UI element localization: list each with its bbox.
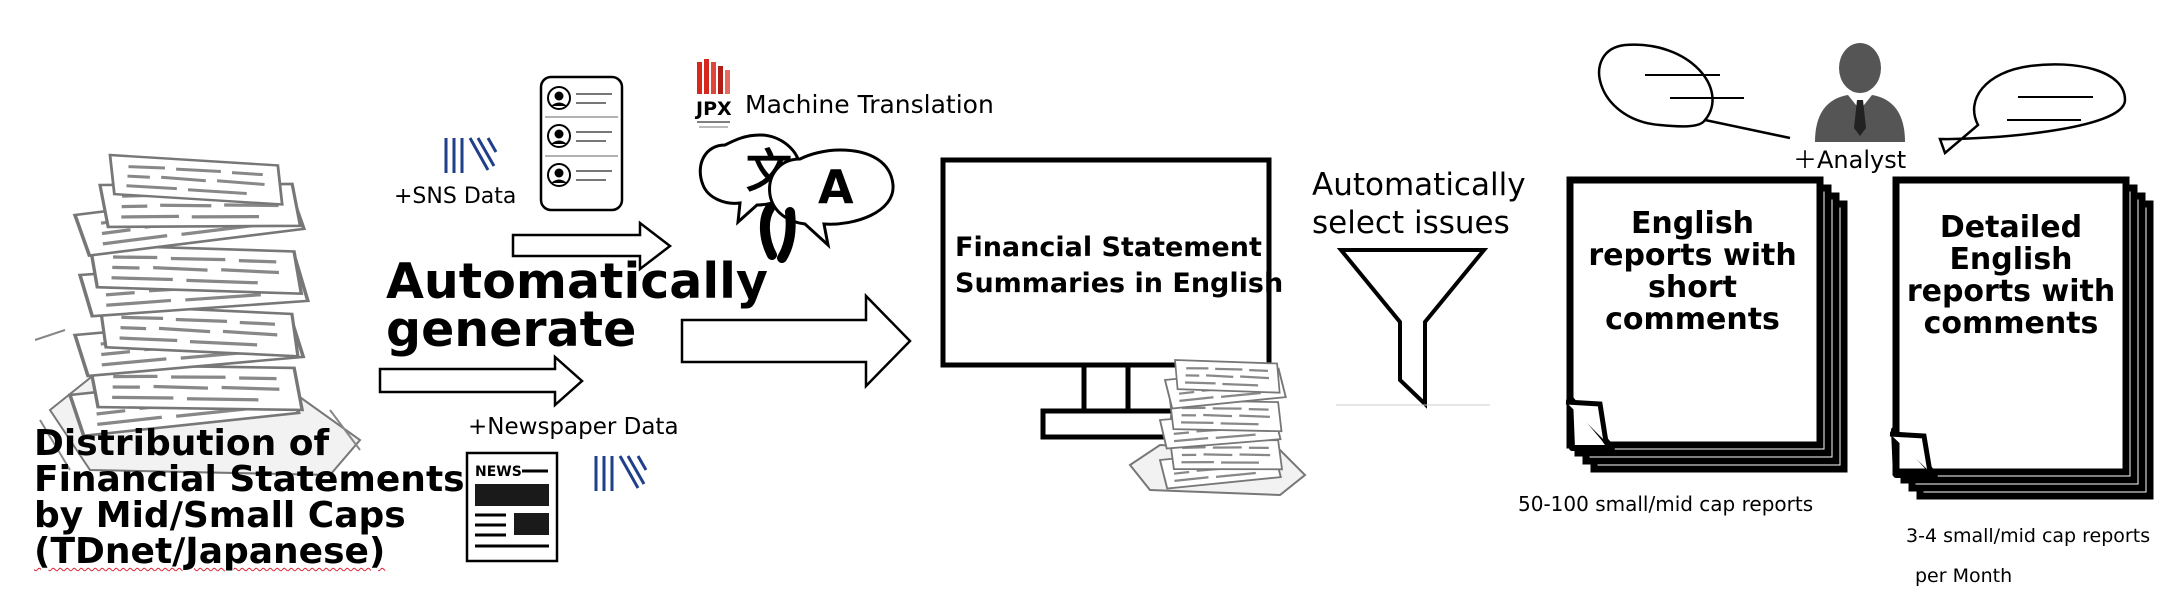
machine-translation-label: Machine Translation [745, 90, 994, 119]
funnel-icon [1336, 248, 1490, 409]
jpx-logo-text: JPX [694, 98, 732, 120]
select-issues-line: select issues [1312, 205, 1510, 241]
analyst-person-icon [1815, 43, 1905, 142]
analyst-label: ＋Analyst [1793, 146, 1907, 174]
detailed-reports-caption: 3-4 small/mid cap reports per Month [1906, 516, 2150, 596]
short-reports-line: reports with [1588, 238, 1797, 273]
speech-bubble-icon [1598, 43, 1791, 140]
generate-heading: Automatically generate [386, 253, 768, 358]
detailed-reports-line: reports with [1906, 274, 2116, 309]
detailed-reports-caption-line: per Month [1915, 565, 2013, 587]
arrow-right-icon [680, 292, 912, 390]
document-stack-icon [1565, 180, 1844, 469]
monitor-icon [940, 157, 1272, 440]
data-logo-icon [594, 455, 648, 491]
source-caption-line: (TDnet/Japanese) [34, 531, 386, 572]
arrow-right-icon [511, 220, 673, 272]
monitor-text-line: Financial Statement [955, 232, 1262, 263]
paper-pile-icon [1128, 353, 1307, 497]
arrow-right-icon [378, 354, 584, 408]
detailed-reports-title: Detailed English reports with comments [1896, 212, 2126, 340]
speech-bubble-icon: 文 A [698, 133, 895, 263]
select-issues-label: Automatically select issues [1312, 166, 1526, 242]
generate-heading-line: Automatically [386, 253, 768, 310]
short-reports-title: English reports with short comments [1570, 208, 1815, 336]
newspaper-data-label: +Newspaper Data [468, 414, 679, 440]
id-card-icon [539, 75, 624, 212]
jpx-logo-icon: JPX [694, 59, 732, 128]
source-caption-line: by Mid/Small Caps [34, 495, 406, 536]
short-reports-line: comments [1605, 302, 1780, 337]
source-caption-line: Distribution of [34, 423, 330, 464]
detailed-reports-line: comments [1923, 306, 2099, 341]
monitor-screen-text: Financial Statement Summaries in English [955, 230, 1283, 302]
generate-heading-line: generate [386, 301, 637, 358]
bubble-right-glyph: A [818, 160, 854, 214]
detailed-reports-line: English [1949, 242, 2073, 277]
news-icon-text: NEWS [475, 464, 522, 480]
source-caption-line: Financial Statements [34, 459, 465, 500]
detailed-reports-caption-line: 3-4 small/mid cap reports [1906, 525, 2151, 547]
data-logo-icon [444, 137, 498, 173]
select-issues-line: Automatically [1312, 167, 1526, 203]
document-stack-icon [1889, 176, 2154, 500]
speech-bubble-icon [1938, 63, 2127, 156]
short-reports-caption: 50-100 small/mid cap reports [1518, 492, 1814, 516]
monitor-text-line: Summaries in English [955, 268, 1284, 299]
short-reports-line: short [1648, 270, 1737, 305]
newspaper-icon: NEWS [465, 451, 559, 563]
short-reports-line: English [1630, 206, 1755, 241]
detailed-reports-line: Detailed [1939, 210, 2083, 245]
paper-pile-icon [34, 146, 362, 477]
sns-data-label: +SNS Data [394, 184, 517, 209]
source-caption: Distribution of Financial Statements by … [34, 426, 465, 570]
